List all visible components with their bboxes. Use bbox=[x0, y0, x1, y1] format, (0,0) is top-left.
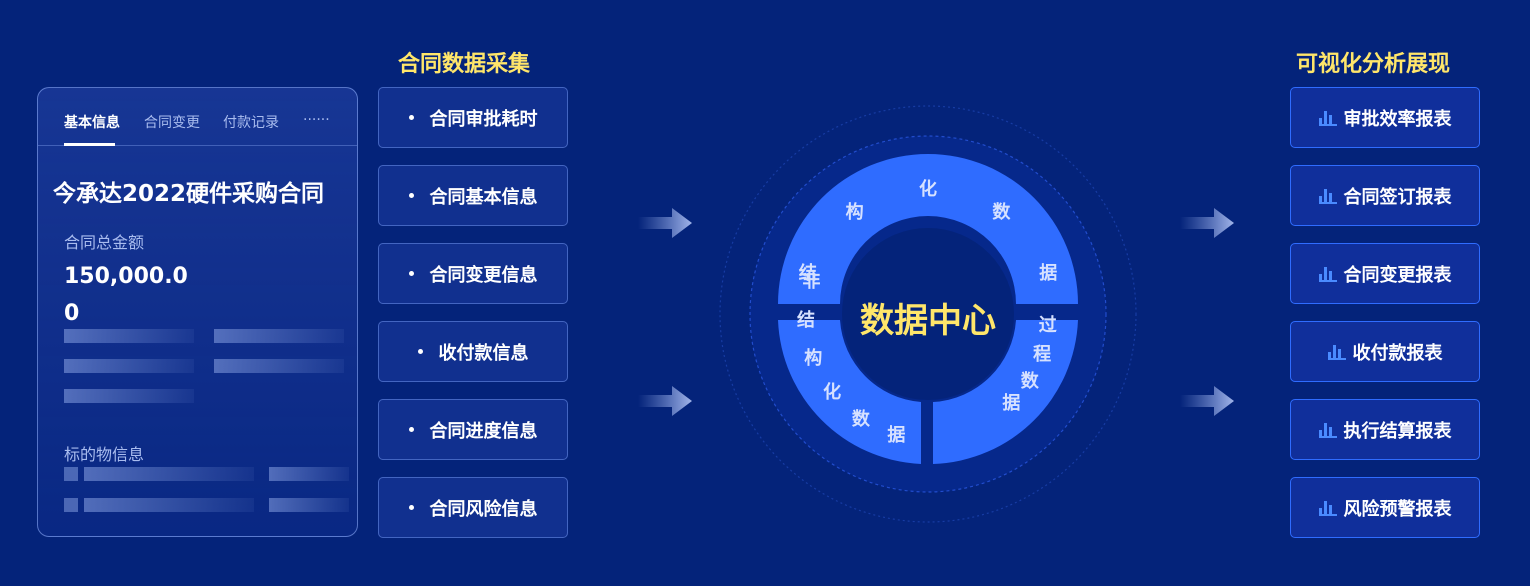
bullet bbox=[408, 427, 414, 432]
segment-label-char: 非 bbox=[802, 271, 821, 293]
flow-arrow-icon bbox=[1180, 386, 1234, 416]
report-item: 收付款报表 bbox=[1290, 321, 1480, 382]
segment-label-char: 数 bbox=[992, 202, 1011, 224]
segment-label-char: 数 bbox=[1020, 370, 1039, 392]
active-tab-indicator bbox=[64, 143, 115, 146]
visualization-title: 可视化分析展现 bbox=[1296, 52, 1451, 77]
placeholder-bar bbox=[84, 498, 254, 512]
contract-card: 基本信息 合同变更 付款记录 ······ 今承达2022硬件采购合同 合同总金… bbox=[37, 87, 358, 537]
bar-chart-icon bbox=[1318, 500, 1337, 516]
report-item-label: 收付款报表 bbox=[1352, 342, 1443, 364]
collection-item: 合同变更信息 bbox=[378, 243, 568, 304]
collection-item: 合同进度信息 bbox=[378, 399, 568, 460]
data-center-ring bbox=[719, 105, 1137, 523]
placeholder-bar bbox=[84, 467, 254, 481]
bullet bbox=[408, 271, 414, 276]
flow-arrow-icon bbox=[638, 208, 692, 238]
segment-label-char: 化 bbox=[919, 179, 937, 200]
bar-chart-icon bbox=[1318, 422, 1337, 438]
tab-contract-change[interactable]: 合同变更 bbox=[144, 115, 200, 131]
placeholder-square bbox=[64, 498, 78, 512]
bullet bbox=[408, 505, 414, 510]
placeholder-bar bbox=[64, 359, 194, 373]
segment-label-char: 构 bbox=[804, 348, 823, 370]
bar-chart-icon bbox=[1318, 110, 1337, 126]
tab-more[interactable]: ······ bbox=[303, 112, 330, 128]
flow-arrow-icon bbox=[1180, 208, 1234, 238]
report-item-label: 合同变更报表 bbox=[1343, 264, 1452, 286]
bar-chart-icon bbox=[1318, 266, 1337, 282]
segment-label-char: 结 bbox=[798, 263, 817, 285]
bullet bbox=[408, 115, 414, 120]
segment-label-char: 据 bbox=[1002, 393, 1021, 415]
placeholder-bar bbox=[214, 359, 344, 373]
collection-title: 合同数据采集 bbox=[398, 52, 531, 77]
report-item: 风险预警报表 bbox=[1290, 477, 1480, 538]
segment-label-char: 据 bbox=[887, 424, 906, 446]
collection-item: 收付款信息 bbox=[378, 321, 568, 382]
placeholder-bar bbox=[214, 329, 344, 343]
placeholder-bar bbox=[269, 467, 349, 481]
collection-item-label: 收付款信息 bbox=[438, 342, 529, 364]
placeholder-bar bbox=[64, 389, 194, 403]
report-item: 执行结算报表 bbox=[1290, 399, 1480, 460]
bar-chart-icon bbox=[1327, 344, 1346, 360]
collection-item-label: 合同变更信息 bbox=[429, 264, 538, 286]
bullet bbox=[408, 193, 414, 198]
tab-basic-info[interactable]: 基本信息 bbox=[64, 115, 120, 131]
amount-value: 150,000.00 bbox=[64, 264, 188, 326]
report-item: 审批效率报表 bbox=[1290, 87, 1480, 148]
placeholder-bar bbox=[64, 329, 194, 343]
segment-label-char: 程 bbox=[1033, 344, 1052, 366]
segment-label-char: 化 bbox=[823, 382, 842, 404]
segment-label-char: 过 bbox=[1038, 315, 1057, 337]
card-tab-bar: 基本信息 合同变更 付款记录 ······ bbox=[38, 88, 357, 146]
placeholder-square bbox=[64, 467, 78, 481]
collection-item-label: 合同基本信息 bbox=[429, 186, 538, 208]
collection-item: 合同风险信息 bbox=[378, 477, 568, 538]
segment-label-char: 结 bbox=[797, 309, 816, 331]
segment-label-char: 数 bbox=[851, 408, 870, 430]
collection-item: 合同审批耗时 bbox=[378, 87, 568, 148]
bar-chart-icon bbox=[1318, 188, 1337, 204]
collection-item-label: 合同审批耗时 bbox=[429, 108, 538, 130]
flow-arrow-icon bbox=[638, 386, 692, 416]
data-center-label: 数据中心 bbox=[860, 301, 996, 341]
bullet bbox=[417, 349, 423, 354]
contract-title: 今承达2022硬件采购合同 bbox=[53, 181, 325, 207]
segment-label-char: 构 bbox=[845, 202, 864, 224]
placeholder-bar bbox=[269, 498, 349, 512]
report-item-label: 合同签订报表 bbox=[1343, 186, 1452, 208]
collection-item: 合同基本信息 bbox=[378, 165, 568, 226]
report-item: 合同签订报表 bbox=[1290, 165, 1480, 226]
report-item-label: 审批效率报表 bbox=[1343, 108, 1452, 130]
collection-item-label: 合同进度信息 bbox=[429, 420, 538, 442]
report-item-label: 执行结算报表 bbox=[1343, 420, 1452, 442]
subject-label: 标的物信息 bbox=[64, 445, 145, 464]
tab-payment-records[interactable]: 付款记录 bbox=[223, 115, 279, 131]
amount-label: 合同总金额 bbox=[64, 233, 145, 252]
report-item: 合同变更报表 bbox=[1290, 243, 1480, 304]
collection-item-label: 合同风险信息 bbox=[429, 498, 538, 520]
segment-label-char: 据 bbox=[1039, 263, 1058, 285]
report-item-label: 风险预警报表 bbox=[1343, 498, 1452, 520]
